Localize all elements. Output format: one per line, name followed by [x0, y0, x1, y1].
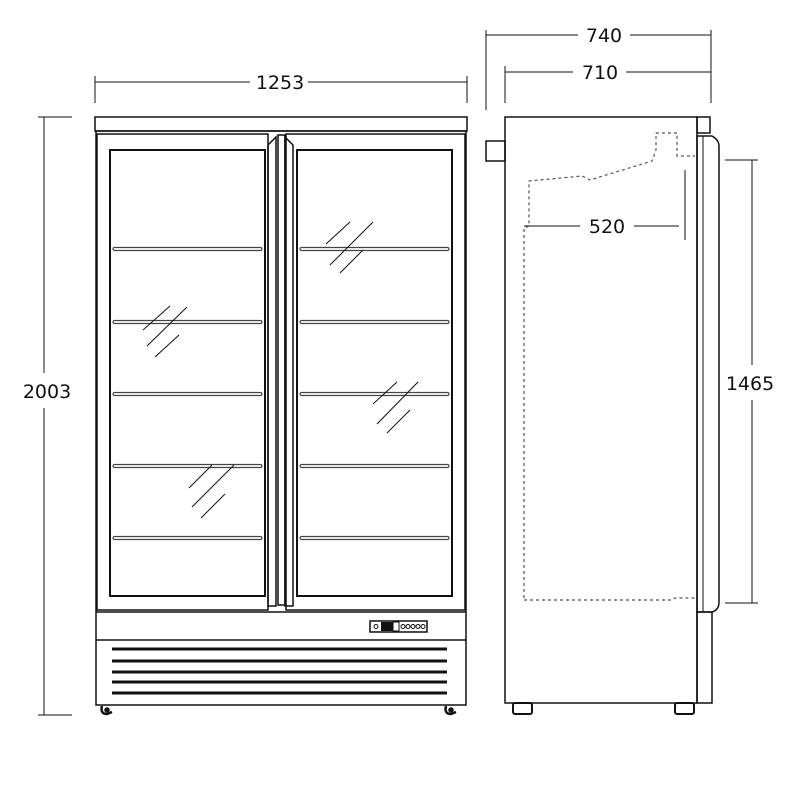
- interior-depth-label: 520: [589, 216, 625, 238]
- shelf: [299, 246, 450, 252]
- side-feet: [512, 702, 695, 715]
- control-panel[interactable]: [369, 620, 428, 633]
- side-body: [504, 116, 698, 704]
- left-door: [96, 133, 277, 611]
- side-view: [485, 116, 720, 715]
- shelf: [112, 246, 263, 252]
- shelves: [112, 246, 450, 541]
- left-glass: [109, 149, 266, 597]
- shelf: [299, 319, 450, 325]
- dimension-lines: [38, 30, 758, 716]
- shelf: [299, 535, 450, 541]
- front-width-label: 1253: [256, 72, 304, 94]
- interior-outline: [523, 132, 695, 598]
- side-door: [696, 135, 720, 613]
- shelf: [112, 391, 263, 397]
- casters: [100, 705, 457, 716]
- center-mullion: [277, 134, 286, 606]
- vent-grille: [112, 647, 447, 695]
- shelf: [299, 463, 450, 469]
- total-height-label: 2003: [23, 381, 71, 403]
- shelf: [112, 535, 263, 541]
- right-glass: [296, 149, 453, 597]
- compressor-box: [485, 140, 506, 162]
- door-height-label: 1465: [726, 373, 774, 395]
- front-view: [94, 116, 468, 716]
- shelf: [299, 391, 450, 397]
- side-depth-overall-label: 740: [586, 25, 622, 47]
- shelf: [112, 319, 263, 325]
- right-door-handle: [284, 135, 294, 607]
- shelf: [112, 463, 263, 469]
- top-cap: [94, 116, 468, 132]
- glass-reflections: [142, 221, 419, 519]
- right-door: [277, 133, 466, 611]
- left-door-handle: [267, 135, 277, 607]
- cabinet-body: [95, 130, 467, 706]
- side-depth-body-label: 710: [582, 62, 618, 84]
